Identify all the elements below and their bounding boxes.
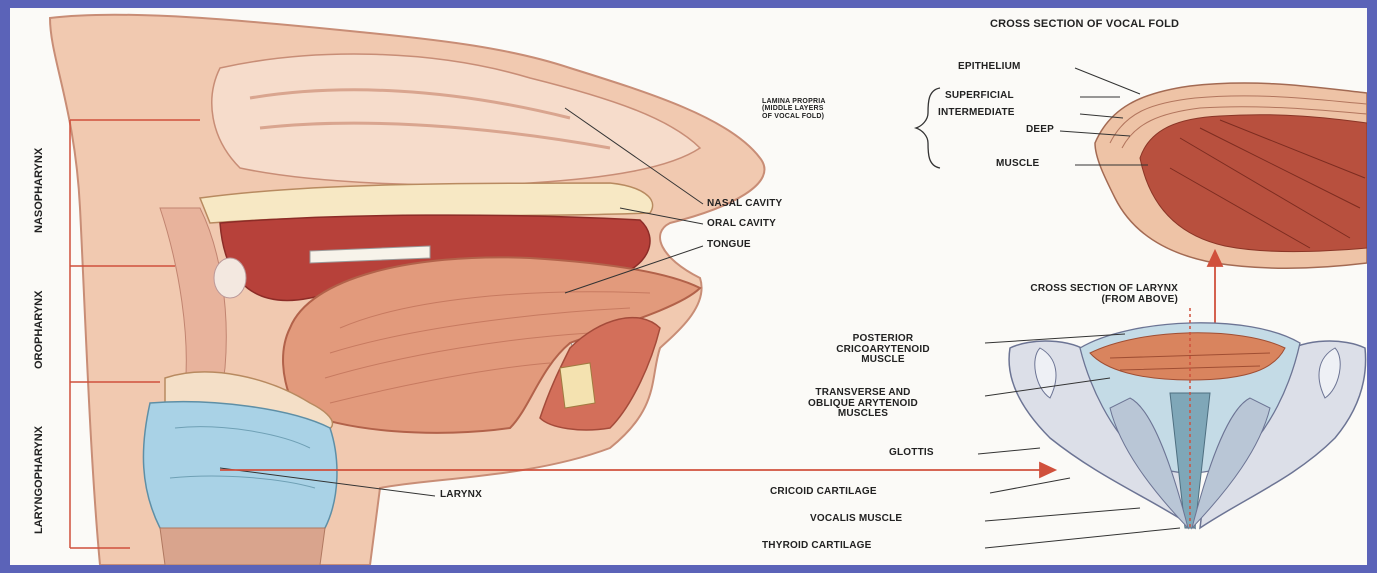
glottis-label: GLOTTIS <box>889 448 934 459</box>
muscle-label: MUSCLE <box>996 159 1039 170</box>
larynx-label: LARYNX <box>440 490 482 501</box>
larynx-section-title-line-2: (FROM ABOVE) <box>878 295 1178 306</box>
lamina-propria-line-3: OF VOCAL FOLD) <box>762 113 826 120</box>
posterior-cricoarytenoid-label: POSTERIOR CRICOARYTENOID MUSCLE <box>778 334 988 366</box>
larynx-section-title-line-1: CROSS SECTION OF LARYNX <box>878 284 1178 295</box>
cricoid-cartilage-label: CRICOID CARTILAGE <box>770 487 877 498</box>
transverse-oblique-label: TRANSVERSE AND OBLIQUE ARYTENOID MUSCLES <box>738 388 988 420</box>
transverse-line-3: MUSCLES <box>738 409 988 420</box>
nasopharynx-label: NASOPHARYNX <box>33 143 45 233</box>
lamina-propria-line-2: (MIDDLE LAYERS <box>762 105 826 112</box>
deep-label: DEEP <box>1026 125 1054 136</box>
intermediate-label: INTERMEDIATE <box>938 108 1015 119</box>
lamina-propria-label: LAMINA PROPRIA (MIDDLE LAYERS OF VOCAL F… <box>762 98 826 120</box>
epithelium-label: EPITHELIUM <box>958 62 1021 73</box>
oropharynx-label: OROPHARYNX <box>33 279 45 369</box>
thyroid-cartilage-label: THYROID CARTILAGE <box>762 541 872 552</box>
transverse-line-1: TRANSVERSE AND <box>738 388 988 399</box>
nasal-cavity-shape <box>212 54 700 185</box>
head-sagittal-illustration <box>50 15 764 565</box>
nasal-cavity-label: NASAL CAVITY <box>707 199 782 210</box>
tongue-label: TONGUE <box>707 240 751 251</box>
larynx-section-title: CROSS SECTION OF LARYNX (FROM ABOVE) <box>878 284 1178 305</box>
vocalis-muscle-label: VOCALIS MUSCLE <box>810 514 902 525</box>
posterior-line-3: MUSCLE <box>778 355 988 366</box>
oral-cavity-label: ORAL CAVITY <box>707 219 776 230</box>
laryngopharynx-label: LARYNGOPHARYNX <box>33 404 45 534</box>
posterior-line-1: POSTERIOR <box>778 334 988 345</box>
lamina-propria-line-1: LAMINA PROPRIA <box>762 98 826 105</box>
vocal-anatomy-diagram: CROSS SECTION OF VOCAL FOLD EPITHELIUM L… <box>10 8 1367 565</box>
superficial-label: SUPERFICIAL <box>945 91 1014 102</box>
lamina-propria-brace <box>916 88 940 168</box>
vocal-fold-section-title: CROSS SECTION OF VOCAL FOLD <box>990 19 1179 31</box>
larynx-top-illustration <box>978 308 1366 548</box>
